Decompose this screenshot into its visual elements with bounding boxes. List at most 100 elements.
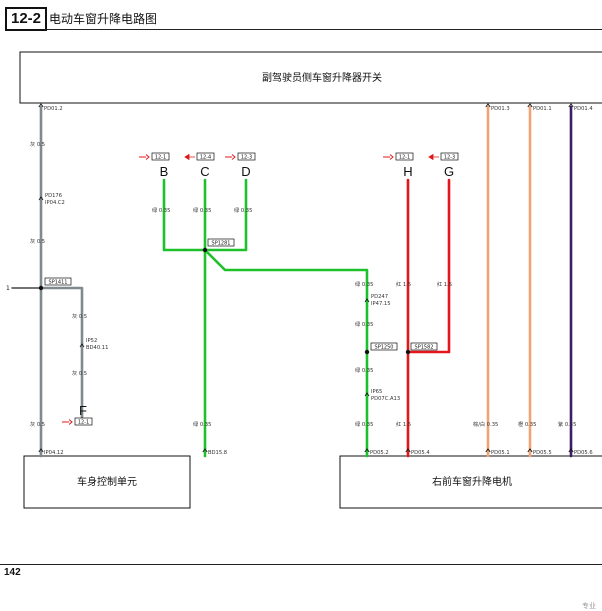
corner-text: 专业 [582,602,596,610]
conn-bd40: BD40.11 [86,345,108,351]
gray-size-label-0: 灰 0.5 [30,140,45,148]
red-size-label-2: 红 1.5 [396,420,411,428]
bottom-pin-arrow-2 [364,448,370,453]
inline-conn-green [364,298,370,303]
gray-size-label-1: 灰 0.5 [30,237,45,245]
ref-tag-h: 12-1 [399,155,410,161]
inline-conn-gray [38,196,44,201]
ref-tag-d-box [237,152,256,161]
bottom-pin-arrow-6 [568,448,574,453]
side-mark: 1 [6,285,10,292]
ref-tag-c: 12-4 [200,155,211,161]
bottom-pin-arrow-3 [405,448,411,453]
conn-pd07c: PD07C.A13 [371,396,400,402]
bcm-box [23,455,191,509]
letter-g: G [444,164,454,179]
ref-tag-d-arrow [225,154,236,160]
ref-tag-c-box [196,152,215,161]
gray-branch-size-label-0: 灰 0.5 [72,312,87,320]
red-wire-g [406,178,451,354]
gray-branch-size-label-1: 灰 0.5 [72,369,87,377]
red-size-label-1: 红 1.5 [437,280,452,288]
ref-tag-b-box [151,152,170,161]
top-pin-arrow-0 [38,103,44,108]
bottom-pin-label-6: PD05.6 [574,450,593,456]
bottom-pin-label-3: PD05.4 [411,450,430,456]
splice-dot-green [202,247,208,253]
top-pin-label-0: PD01.2 [44,106,63,112]
green-size-label-1: 绿 0.35 [193,206,211,214]
splice-label-1-box [44,277,72,286]
green-wire-b [162,178,207,252]
green-wire-d [203,178,248,252]
ref-tag-g-box [440,152,459,161]
inline-conn-gray-2 [79,343,85,348]
motor-box [339,455,602,509]
motor-label: 右前车窗升降电机 [432,475,512,488]
green-size-label-3: 绿 0.35 [193,420,211,428]
letter-c: C [200,164,209,179]
green-size-label-0: 绿 0.35 [152,206,170,214]
ref-tag-g: 12-3 [444,155,455,161]
letter-h: H [403,164,412,179]
purple-size-label: 紫 0.35 [558,421,576,428]
ref-tag-f: 12-1 [78,420,89,426]
letter-f: F [79,403,87,418]
conn-ip65: IP65 [371,389,382,395]
conn-ip47: IP47.15 [371,301,391,307]
ref-tag-b: 12-1 [155,155,166,161]
header-rule [44,29,602,30]
conn-pd247: PD247 [371,294,388,300]
splice-dot-red [405,349,411,355]
letter-b: B [160,164,169,179]
green-motor-size-label-0: 绿 0.35 [355,280,373,288]
bottom-pin-arrow-4 [485,448,491,453]
bottom-pin-arrow-5 [527,448,533,453]
ref-tag-h-arrow [383,154,394,160]
bottom-pin-label-1: BD15.8 [208,450,227,456]
bottom-pin-label-4: PD05.1 [491,450,510,456]
top-pin-arrow-2 [527,103,533,108]
green-wire-motor [203,248,369,458]
gray-size-label-2: 灰 0.5 [30,420,45,428]
splice-label-1: SP1411 [49,280,68,286]
bottom-pin-label-0: IP04.12 [44,450,64,456]
ref-tag-c-arrow [184,153,195,161]
bottom-pin-arrow-0 [38,448,44,453]
ref-tag-d: 12-3 [241,155,252,161]
inline-conn-green-2 [364,392,370,397]
splice-label-4-box [410,342,438,351]
ref-tag-f-box [74,417,93,426]
ref-tag-h-box [395,152,414,161]
page-number: 142 [4,567,21,578]
top-pin-label-2: PD01.1 [533,106,552,112]
bcm-label: 车身控制单元 [77,475,137,488]
orange-size-label-0: 棕/白 0.35 [473,420,498,428]
top-pin-label-3: PD01.4 [574,106,593,112]
green-motor-size-label-2: 绿 0.35 [355,366,373,374]
splice-label-3-box [370,342,398,351]
bottom-pin-label-2: PD05.2 [370,450,389,456]
conn-ip52: IP52 [86,338,97,344]
ref-tag-f-arrow [62,419,73,425]
green-motor-size-label-1: 绿 0.35 [355,320,373,328]
ref-tag-g-arrow [428,153,439,161]
splice-label-2-box [207,238,235,247]
orange-size-label-1: 橙 0.35 [518,420,536,428]
splice-label-3: SP1250 [375,345,394,351]
splice-dot-gray [38,285,44,291]
page-title: 电动车窗升降电路图 [49,12,158,26]
splice-dot-green-2 [364,349,370,355]
splice-label-4: SP1582 [415,345,434,351]
green-motor-size-label-3: 绿 0.35 [355,420,373,428]
footer-rule [0,564,602,565]
top-pin-label-1: PD01.3 [491,106,510,112]
ref-tag-b-arrow [139,154,150,160]
switch-label: 副驾驶员侧车窗升降器开关 [262,71,382,84]
top-pin-arrow-1 [485,103,491,108]
section-number: 12-2 [5,7,47,31]
gray-wire-branch [39,286,84,422]
top-pin-arrow-3 [568,103,574,108]
splice-label-2: SP1281 [212,241,231,247]
